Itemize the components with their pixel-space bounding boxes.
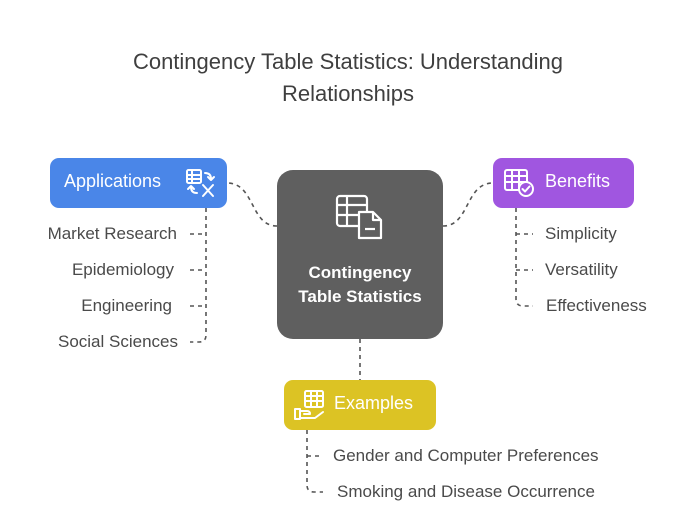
table-document-icon xyxy=(335,194,385,245)
examples-item: Gender and Computer Preferences xyxy=(333,446,599,465)
table-transform-icon xyxy=(185,168,217,203)
benefits-label: Benefits xyxy=(545,171,611,191)
benefits-item: Simplicity xyxy=(545,224,617,243)
title-line-2: Relationships xyxy=(281,81,415,106)
applications-item: Epidemiology xyxy=(71,260,174,279)
connector-center-benefits xyxy=(442,182,494,227)
examples-label: Examples xyxy=(334,393,414,413)
applications-item: Engineering xyxy=(81,296,172,315)
center-label: Contingency Table Statistics xyxy=(298,263,422,306)
applications-item: Market Research xyxy=(47,224,177,243)
diagram-title: Contingency Table Statistics: Understand… xyxy=(0,46,696,110)
connector-center-applications xyxy=(226,182,278,227)
connector-examples-items xyxy=(306,430,323,493)
applications-node: Applications xyxy=(50,158,227,208)
benefits-item: Effectiveness xyxy=(546,296,647,315)
hand-table-icon xyxy=(293,389,327,426)
title-line-1: Contingency Table Statistics: Understand… xyxy=(132,49,564,74)
connector-applications-items xyxy=(190,208,207,343)
center-node: Contingency Table Statistics xyxy=(277,170,443,339)
benefits-node: Benefits xyxy=(493,158,634,208)
benefits-item: Versatility xyxy=(545,260,618,279)
table-check-icon xyxy=(503,168,535,203)
connector-benefits-items xyxy=(515,208,533,307)
examples-item: Smoking and Disease Occurrence xyxy=(337,482,595,501)
examples-node: Examples xyxy=(284,380,436,430)
applications-item: Social Sciences xyxy=(57,332,178,351)
applications-label: Applications xyxy=(64,171,162,191)
